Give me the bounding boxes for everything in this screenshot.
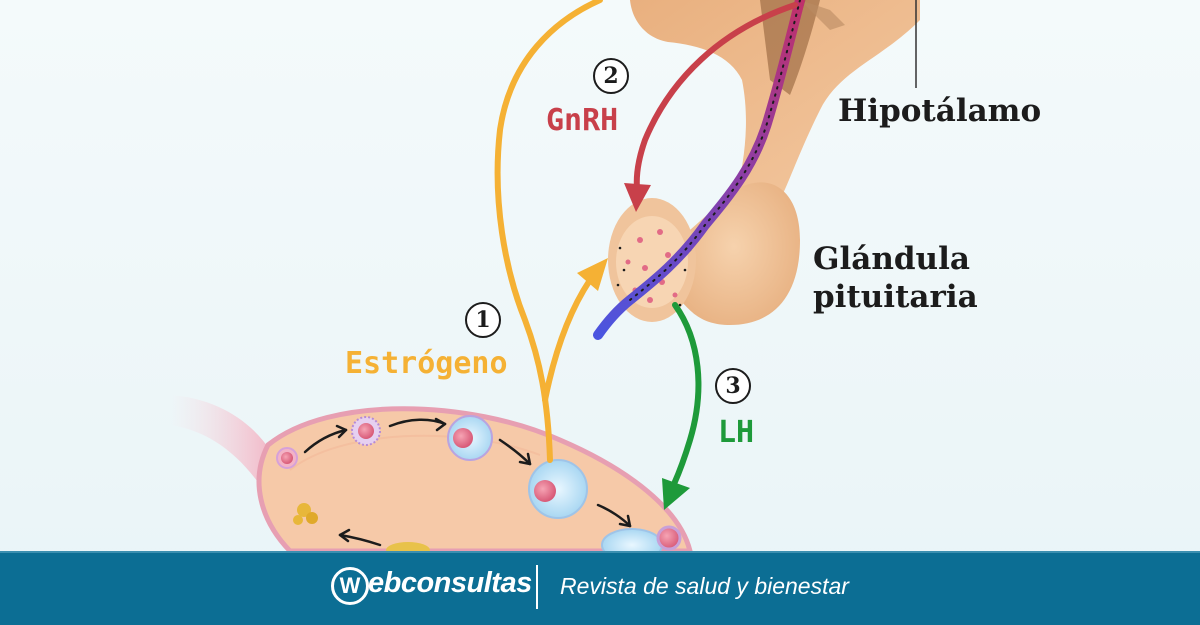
step-1-number: 1 (475, 307, 491, 333)
step-1-badge: 1 (465, 302, 501, 338)
gnrh-label: GnRH (546, 103, 619, 138)
follicle-stage-2 (351, 416, 381, 446)
follicle-stage-4 (528, 459, 588, 519)
follicle-stage-1 (276, 447, 298, 469)
footer-tagline: Revista de salud y bienestar (560, 573, 849, 599)
footer-bar: W ebconsultas Revista de salud y bienest… (0, 551, 1200, 625)
pituitary-label-line2: pituitaria (813, 279, 978, 315)
estrogen-label: Estrógeno (345, 346, 508, 381)
step-3-number: 3 (725, 373, 741, 399)
logo-mark: W (339, 573, 361, 598)
gnrh-arrow (624, 2, 798, 212)
blood-vessel (593, 0, 805, 340)
pituitary-label-line1: Glándula (813, 241, 970, 277)
hormone-dots (625, 229, 678, 303)
step-3-badge: 3 (715, 368, 751, 404)
webconsultas-logo-text[interactable]: ebconsultas (368, 567, 532, 599)
step-2-badge: 2 (593, 58, 629, 94)
webconsultas-logo-icon[interactable]: W (331, 567, 369, 605)
estrogen-arrow (494, 0, 608, 463)
follicle-stage-3 (447, 415, 493, 461)
lh-arrow (662, 302, 702, 510)
cycle-arrows (303, 417, 632, 547)
lh-label: LH (718, 415, 755, 450)
footer-divider (536, 565, 538, 609)
step-2-number: 2 (603, 63, 619, 89)
hypothalamus-label: Hipotálamo (838, 93, 1042, 129)
ovary (170, 395, 694, 562)
